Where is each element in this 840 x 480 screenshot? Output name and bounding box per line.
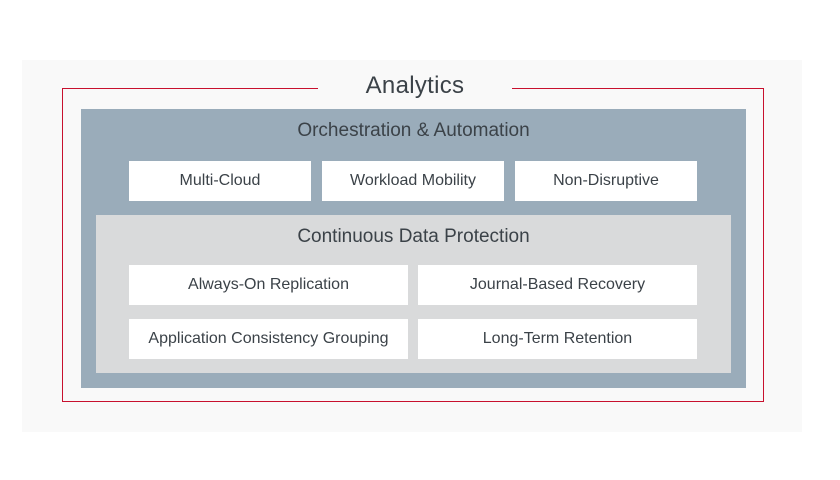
orchestration-layer: Orchestration & Automation Multi-Cloud W… xyxy=(81,109,746,388)
analytics-title: Analytics xyxy=(318,66,512,106)
application-consistency-grouping-box: Application Consistency Grouping xyxy=(129,319,408,359)
long-term-retention-box: Long-Term Retention xyxy=(418,319,697,359)
journal-based-recovery-box: Journal-Based Recovery xyxy=(418,265,697,305)
cdp-layer: Continuous Data Protection Always-On Rep… xyxy=(96,215,731,373)
non-disruptive-box: Non-Disruptive xyxy=(515,161,697,201)
cdp-title: Continuous Data Protection xyxy=(297,226,530,247)
always-on-replication-box: Always-On Replication xyxy=(129,265,408,305)
orchestration-title: Orchestration & Automation xyxy=(297,120,530,141)
multi-cloud-box: Multi-Cloud xyxy=(129,161,311,201)
workload-mobility-box: Workload Mobility xyxy=(322,161,504,201)
